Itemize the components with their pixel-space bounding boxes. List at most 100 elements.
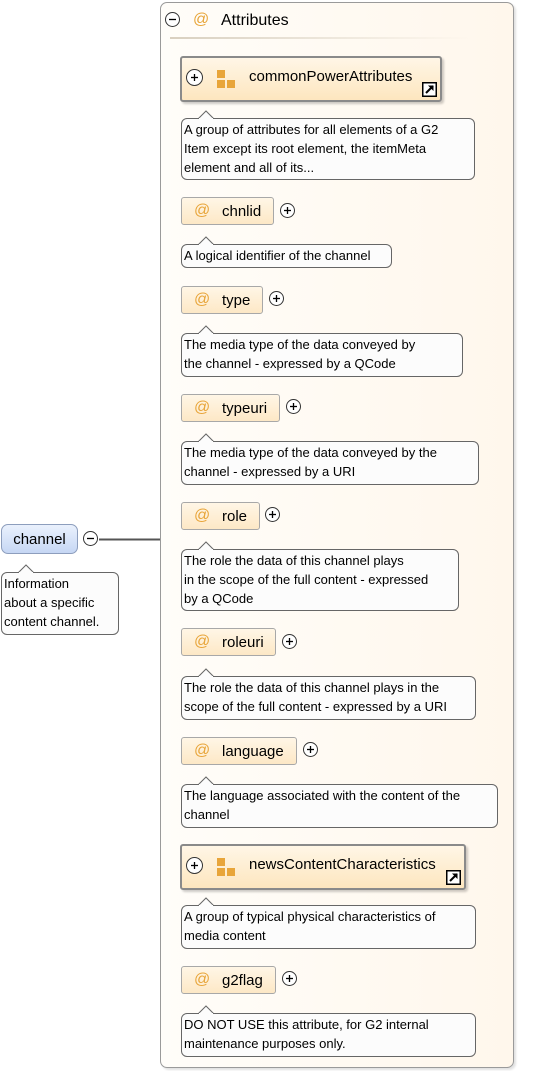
callout-pointer — [18, 564, 34, 573]
group-news-content-characteristics-doc: A group of typical physical characterist… — [181, 897, 476, 949]
expand-group-toggle[interactable] — [186, 69, 203, 86]
attribute-name: g2flag — [222, 972, 263, 989]
plus-circle-icon — [284, 207, 291, 214]
at-sign-icon: @ — [194, 507, 211, 524]
doc-line: element and all of its... — [184, 160, 315, 175]
attribute-g2flag-doc: DO NOT USE this attribute, for G2 intern… — [181, 1005, 476, 1057]
attribute-name: type — [222, 292, 251, 309]
collapse-attributes-toggle[interactable] — [165, 12, 180, 27]
arrow-icon — [447, 871, 460, 884]
at-sign-icon: @ — [194, 202, 211, 219]
expand-group-toggle[interactable] — [186, 857, 203, 874]
group-name: commonPowerAttributes — [249, 68, 413, 85]
attribute-name: roleuri — [222, 634, 264, 651]
attribute-name: role — [222, 508, 248, 525]
expand-type-toggle[interactable] — [269, 291, 284, 306]
doc-line: Information — [4, 576, 70, 591]
doc-line: Item except its root element, the itemMe… — [184, 141, 427, 156]
collapse-channel-toggle[interactable] — [83, 531, 98, 546]
attribute-roleuri[interactable]: @ roleuri — [181, 628, 276, 656]
plus-circle-icon — [273, 295, 280, 302]
expand-role-toggle[interactable] — [265, 507, 280, 522]
element-channel[interactable]: channel — [1, 524, 78, 554]
attribute-typeuri-doc: The media type of the data conveyed by t… — [181, 433, 479, 485]
group-name: newsContentCharacteristics — [249, 856, 436, 873]
doc-line: The role the data of this channel plays … — [184, 680, 440, 695]
attribute-type[interactable]: @ type — [181, 286, 263, 314]
attribute-chnlid[interactable]: @ chnlid — [181, 197, 274, 225]
plus-circle-icon — [290, 403, 297, 410]
at-sign-icon: @ — [194, 399, 211, 416]
attribute-role[interactable]: @ role — [181, 502, 260, 530]
expand-roleuri-toggle[interactable] — [282, 634, 297, 649]
doc-line: scope of the full content - expressed by… — [184, 699, 448, 714]
callout-pointer — [198, 433, 214, 442]
at-sign-icon: @ — [194, 742, 211, 759]
callout-pointer — [198, 776, 214, 785]
at-sign-icon: @ — [194, 971, 211, 988]
plus-circle-icon — [191, 862, 198, 869]
attribute-group-icon — [217, 858, 235, 876]
attribute-name: language — [222, 743, 284, 760]
attribute-name: typeuri — [222, 400, 268, 417]
doc-line: in the scope of the full content - expre… — [184, 572, 429, 587]
doc-line: The media type of the data conveyed by — [184, 337, 416, 352]
shortcut-arrow-icon[interactable] — [446, 870, 461, 885]
at-sign-icon: @ — [193, 11, 210, 28]
attribute-typeuri[interactable]: @ typeuri — [181, 394, 280, 422]
doc-line: content channel. — [4, 614, 100, 629]
plus-circle-icon — [286, 975, 293, 982]
at-sign-icon: @ — [194, 291, 211, 308]
callout-pointer — [198, 897, 214, 906]
attributes-header-divider — [170, 37, 470, 39]
group-common-power-attributes[interactable]: commonPowerAttributes — [180, 56, 442, 102]
attribute-role-doc: The role the data of this channel plays … — [181, 541, 459, 611]
expand-g2flag-toggle[interactable] — [282, 971, 297, 986]
doc-line: DO NOT USE this attribute, for G2 intern… — [184, 1017, 429, 1032]
group-news-content-characteristics[interactable]: newsContentCharacteristics — [180, 844, 466, 890]
callout-pointer — [198, 541, 214, 550]
doc-line: media content — [184, 928, 266, 943]
doc-line: channel - expressed by a URI — [184, 464, 356, 479]
doc-line: the channel - expressed by a QCode — [184, 356, 396, 371]
callout-pointer — [198, 110, 214, 119]
callout-pointer — [198, 325, 214, 334]
element-channel-label: channel — [13, 530, 66, 548]
minus-circle-icon — [169, 18, 176, 21]
attribute-type-doc: The media type of the data conveyed by t… — [181, 325, 463, 377]
attribute-name: chnlid — [222, 203, 262, 220]
doc-line: The media type of the data conveyed by t… — [184, 445, 437, 460]
doc-line: about a specific — [4, 595, 95, 610]
attribute-g2flag[interactable]: @ g2flag — [181, 966, 276, 994]
attribute-language[interactable]: @ language — [181, 737, 297, 765]
at-sign-icon: @ — [194, 633, 211, 650]
doc-line: A logical identifier of the channel — [184, 248, 371, 263]
doc-line: The role the data of this channel plays — [184, 553, 404, 568]
group-common-power-attributes-doc: A group of attributes for all elements o… — [181, 110, 475, 180]
callout-pointer — [198, 1005, 214, 1014]
plus-circle-icon — [307, 746, 314, 753]
arrow-icon — [423, 83, 436, 96]
doc-line: by a QCode — [184, 591, 254, 606]
shortcut-arrow-icon[interactable] — [422, 82, 437, 97]
doc-line: A group of typical physical characterist… — [184, 909, 436, 924]
plus-circle-icon — [191, 74, 198, 81]
expand-chnlid-toggle[interactable] — [280, 203, 295, 218]
attributes-header-label: Attributes — [221, 12, 289, 29]
plus-circle-icon — [269, 511, 276, 518]
callout-pointer — [198, 236, 214, 245]
attribute-roleuri-doc: The role the data of this channel plays … — [181, 668, 476, 720]
element-channel-doc: Information about a specific content cha… — [1, 564, 119, 635]
doc-line: maintenance purposes only. — [184, 1036, 346, 1051]
attribute-chnlid-doc: A logical identifier of the channel — [181, 236, 392, 268]
minus-circle-icon — [87, 537, 94, 540]
attribute-group-icon — [217, 70, 235, 88]
doc-line: A group of attributes for all elements o… — [184, 122, 439, 137]
attribute-language-doc: The language associated with the content… — [181, 776, 498, 828]
doc-line: The language associated with the content… — [184, 788, 461, 803]
expand-language-toggle[interactable] — [303, 742, 318, 757]
doc-line: channel — [184, 807, 230, 822]
expand-typeuri-toggle[interactable] — [286, 399, 301, 414]
callout-pointer — [198, 668, 214, 677]
